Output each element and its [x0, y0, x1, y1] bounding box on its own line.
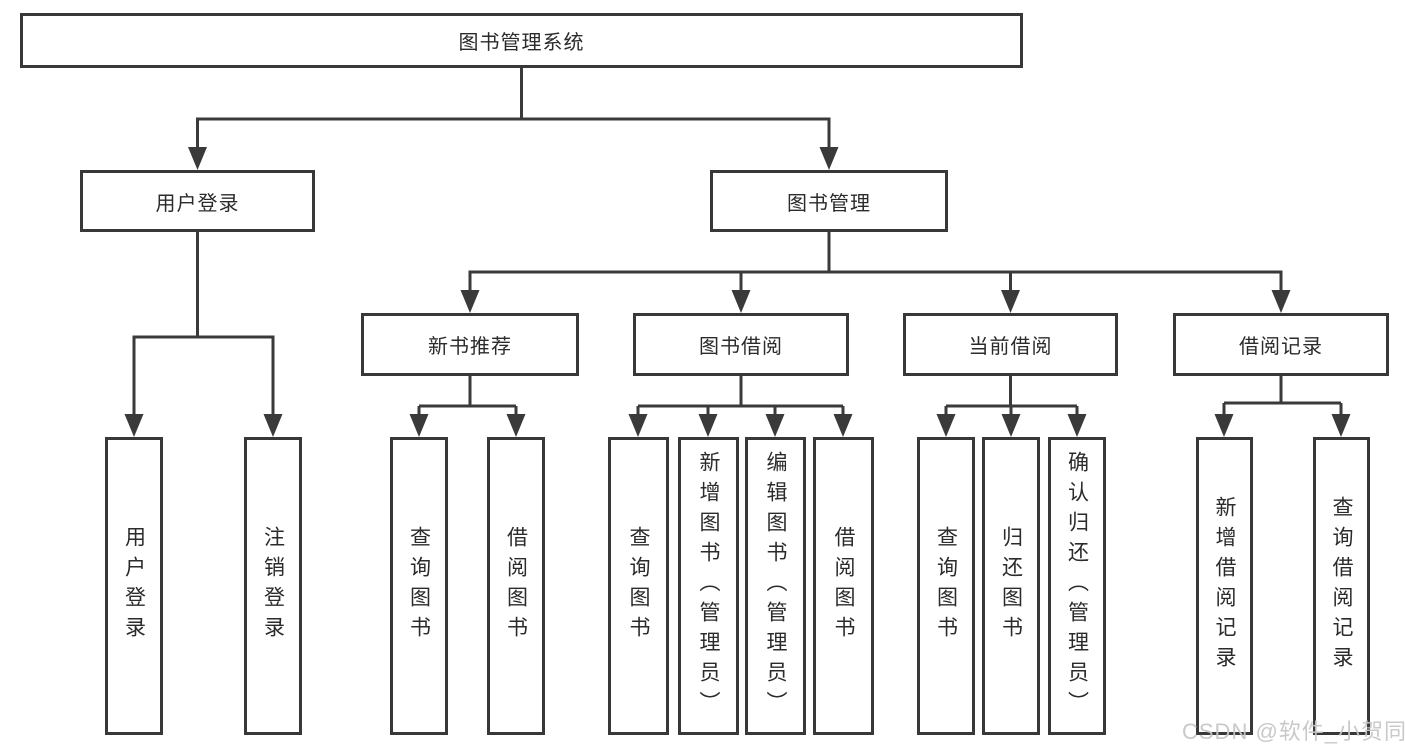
node-borrow-records: 借阅记录: [1173, 313, 1389, 376]
node-user-login: 用户登录: [80, 170, 315, 232]
leaf-edit-books-admin: 编辑图书（管理员）: [745, 437, 806, 735]
leaf-borrow-books: 借阅图书: [813, 437, 874, 735]
node-borrow-records-label: 借阅记录: [1239, 336, 1323, 358]
leaf-query-borrow-record: 查询借阅记录: [1313, 437, 1370, 735]
node-new-book-recommend-label: 新书推荐: [428, 336, 512, 358]
leaf-query-books-recommend: 查询图书: [390, 437, 448, 735]
leaf-query-books-recommend-label: 查询图书: [407, 526, 431, 646]
leaf-confirm-return-admin: 确认归还（管理员）: [1048, 437, 1106, 735]
node-root: 图书管理系统: [20, 13, 1023, 68]
node-book-borrow: 图书借阅: [633, 313, 849, 376]
leaf-borrow-books-recommend: 借阅图书: [487, 437, 545, 735]
leaf-add-books-admin: 新增图书（管理员）: [678, 437, 739, 735]
leaf-edit-books-admin-label: 编辑图书（管理员）: [764, 451, 787, 721]
leaf-logout: 注销登录: [244, 437, 302, 735]
leaf-logout-label: 注销登录: [261, 526, 285, 646]
leaf-add-books-admin-label: 新增图书（管理员）: [697, 451, 720, 721]
leaf-query-books-current-label: 查询图书: [934, 526, 958, 646]
node-book-borrow-label: 图书借阅: [699, 336, 783, 358]
node-current-borrow: 当前借阅: [903, 313, 1118, 376]
leaf-user-login: 用户登录: [105, 437, 163, 735]
leaf-add-borrow-record: 新增借阅记录: [1196, 437, 1253, 735]
leaf-user-login-label: 用户登录: [122, 526, 146, 646]
leaf-query-borrow-record-label: 查询借阅记录: [1330, 496, 1353, 676]
node-root-label: 图书管理系统: [458, 32, 585, 54]
leaf-borrow-books-recommend-label: 借阅图书: [504, 526, 528, 646]
arrowheads: [124, 147, 1351, 437]
csdn-watermark: CSDN @软件_小贺同学: [1182, 719, 1405, 744]
leaf-confirm-return-admin-label: 确认归还（管理员）: [1065, 451, 1089, 721]
node-book-management-label: 图书管理: [787, 192, 871, 215]
node-current-borrow-label: 当前借阅: [968, 336, 1053, 358]
node-user-login-label: 用户登录: [155, 192, 240, 215]
leaf-query-books-borrow-label: 查询图书: [627, 526, 650, 646]
leaf-query-books-current: 查询图书: [917, 437, 975, 735]
leaf-return-books-label: 归还图书: [999, 526, 1023, 646]
leaf-borrow-books-label: 借阅图书: [832, 526, 855, 646]
leaf-return-books: 归还图书: [982, 437, 1040, 735]
connector-segments: [132, 68, 1343, 417]
node-new-book-recommend: 新书推荐: [361, 313, 579, 376]
leaf-query-books-borrow: 查询图书: [608, 437, 669, 735]
node-book-management: 图书管理: [710, 170, 948, 232]
leaf-add-borrow-record-label: 新增借阅记录: [1213, 496, 1236, 676]
